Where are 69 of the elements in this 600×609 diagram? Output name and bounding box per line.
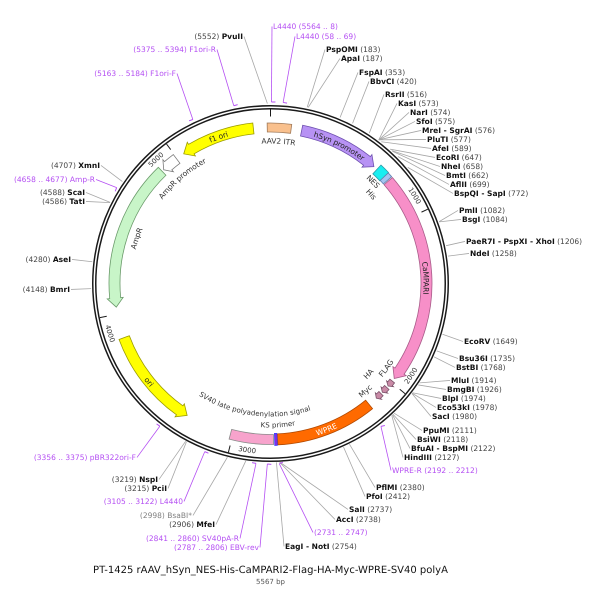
leader-line: [412, 393, 432, 417]
leader-line: [279, 462, 336, 520]
leader-line: [391, 150, 440, 167]
leader-line: [70, 288, 92, 290]
leader-line: [282, 36, 296, 104]
feature-band: [183, 122, 254, 156]
leader-line: [244, 36, 268, 104]
leader-line: [378, 130, 422, 140]
leader-line: [394, 412, 422, 431]
leader-line: [392, 414, 410, 449]
leader-line: [436, 350, 458, 359]
leader-line: [260, 463, 272, 548]
leader-line: [216, 460, 246, 525]
leader-line: [86, 201, 110, 204]
leader-line: [349, 444, 376, 488]
leader-line: [240, 462, 256, 539]
leader-line: [168, 441, 187, 489]
leader-line: [100, 165, 123, 182]
leader-line: [352, 81, 370, 124]
leader-line: [392, 150, 446, 176]
leader-line: [270, 26, 276, 103]
leader-line: [158, 440, 186, 480]
feature-block: [380, 172, 392, 184]
leader-line: [446, 241, 466, 246]
feature-block: [266, 122, 292, 134]
leader-line: [380, 141, 432, 149]
feature-band: [380, 384, 390, 394]
leader-line: [391, 414, 404, 458]
leader-line: [340, 72, 358, 118]
leader-line: [438, 210, 458, 222]
leader-line: [434, 356, 456, 368]
leader-line: [380, 425, 392, 471]
leader-line: [176, 73, 194, 122]
leader-line: [419, 380, 450, 384]
leader-line: [378, 139, 426, 140]
leader-line: [448, 253, 470, 257]
feature-band: [374, 390, 384, 400]
leader-line: [390, 148, 436, 158]
leader-line: [368, 94, 384, 134]
leader-line: [378, 121, 416, 140]
leader-line: [378, 103, 398, 140]
leader-line: [216, 49, 238, 106]
feature-block: [228, 428, 274, 444]
leader-line: [442, 334, 464, 342]
leader-line: [378, 112, 410, 140]
leader-line: [308, 58, 340, 108]
leader-line: [412, 392, 436, 408]
feature-band: [300, 124, 374, 168]
leader-line: [192, 456, 228, 516]
primer-site-mark: [274, 432, 278, 446]
leader-line: [407, 166, 454, 194]
leader-line: [184, 451, 209, 502]
leader-line: [392, 414, 416, 440]
leader-line: [72, 259, 93, 262]
leader-line: [412, 392, 442, 399]
leader-line: [86, 192, 111, 203]
leader-line: [280, 462, 348, 510]
feature-band: [386, 378, 395, 387]
leader-line: [418, 384, 446, 390]
plasmid-title: PT-1425 rAAV_hSyn_NES-His-CaMPARI2-Flag-HA-Myc-WPRE-SV40 polyA: [93, 565, 448, 577]
leader-line: [278, 462, 314, 533]
leader-line: [397, 156, 450, 185]
leader-line: [438, 219, 462, 222]
feature-band: [118, 334, 188, 417]
leader-line: [96, 179, 118, 192]
leader-line: [136, 423, 160, 458]
leader-line: [276, 462, 284, 547]
leader-line: [343, 446, 366, 497]
leader-line: [306, 49, 326, 108]
